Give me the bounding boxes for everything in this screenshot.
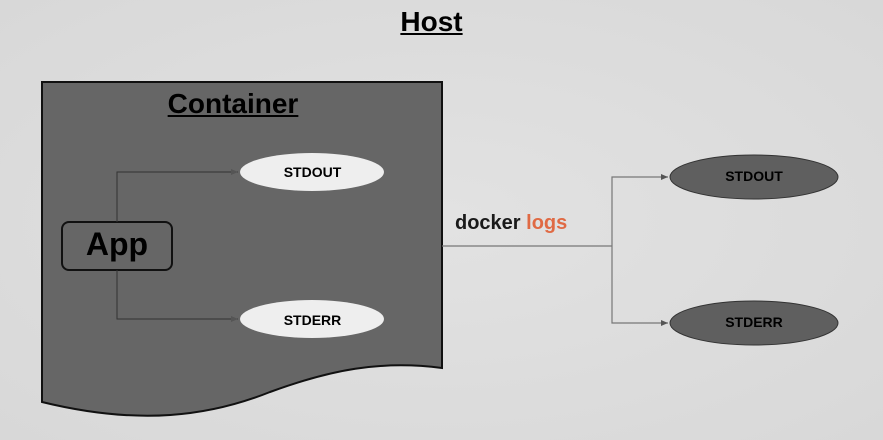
outer-stdout-ellipse (669, 154, 839, 200)
host-title: Host (400, 6, 463, 37)
docker-word: docker (455, 212, 521, 234)
app-to-stderr-arrow (116, 270, 238, 322)
app-label: App (85, 226, 149, 262)
inner-stderr-ellipse (240, 300, 384, 338)
logs-to-stderr-arrow (611, 246, 668, 326)
app-to-stdout-arrow (116, 169, 238, 222)
container-title: Container (167, 88, 299, 119)
inner-stdout-label: STDOUT (283, 164, 342, 180)
outer-stdout-label: STDOUT (725, 168, 783, 184)
outer-stderr-ellipse (669, 300, 839, 346)
logs-word: logs (526, 212, 568, 234)
inner-stdout-ellipse (240, 153, 384, 191)
outer-stderr-label: STDERR (725, 314, 783, 330)
docker-logs-command: docker logs (455, 212, 567, 235)
logs-to-stdout-arrow (611, 174, 668, 246)
inner-stderr-label: STDERR (283, 312, 342, 328)
